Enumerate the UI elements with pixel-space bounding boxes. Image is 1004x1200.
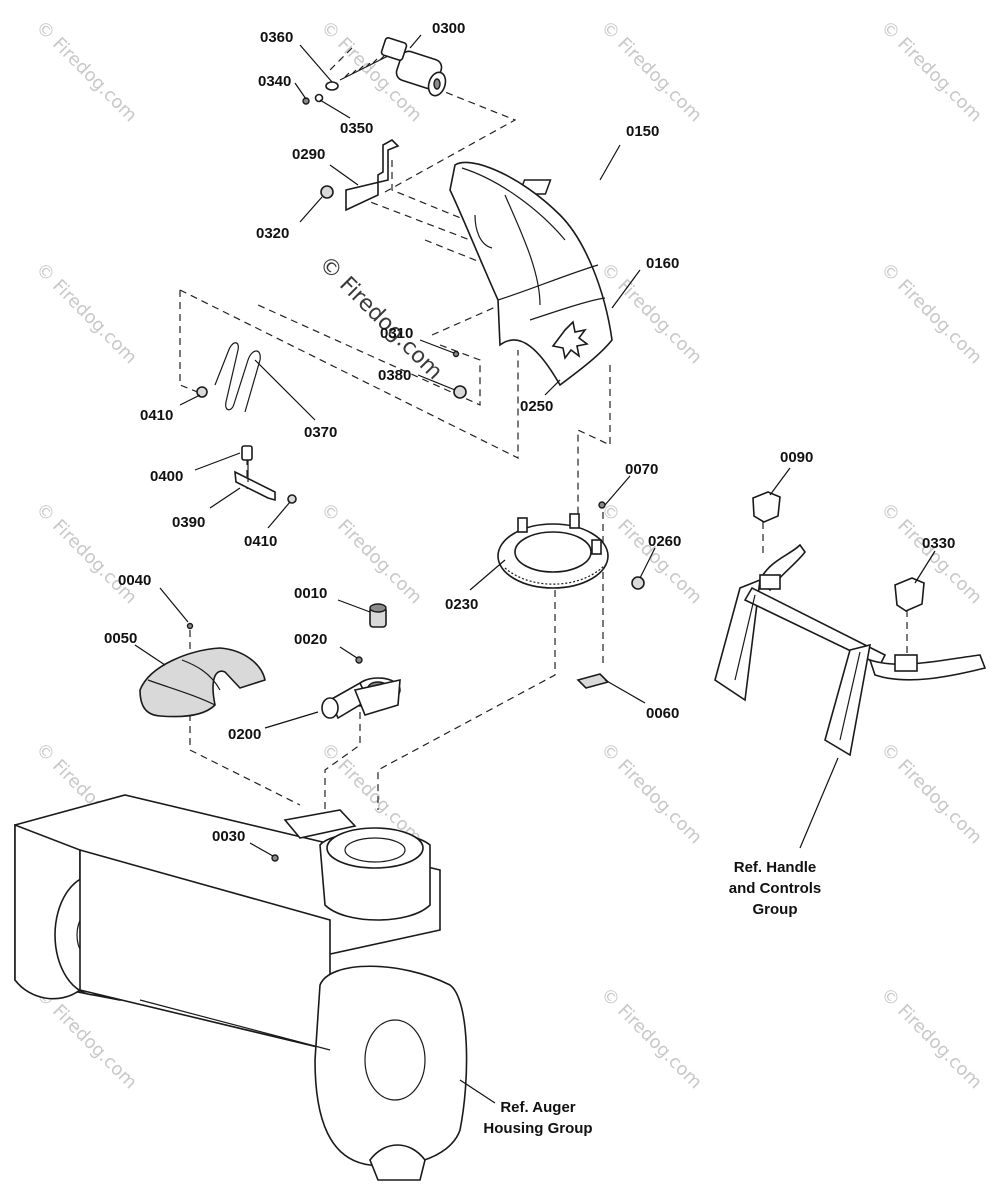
label-0390: 0390 xyxy=(172,514,205,531)
shift-rod-part xyxy=(234,445,276,502)
ref-auger-housing: Ref. Auger Housing Group xyxy=(483,1099,592,1137)
washer-part xyxy=(325,81,339,91)
label-0010: 0010 xyxy=(294,585,327,602)
label-0260: 0260 xyxy=(648,533,681,550)
watermark: © Firedog.com xyxy=(876,499,986,609)
label-0200: 0200 xyxy=(228,726,261,743)
chute-motor-part xyxy=(339,37,447,97)
ref-text: and Controls xyxy=(729,880,822,897)
watermark: © Firedog.com xyxy=(596,739,706,849)
leader-lines xyxy=(134,34,936,1104)
nut-part xyxy=(453,385,467,399)
washer-part xyxy=(196,386,208,398)
screw-part xyxy=(452,350,460,358)
label-0050: 0050 xyxy=(104,630,137,647)
label-0290: 0290 xyxy=(292,146,325,163)
watermark: © Firedog.com xyxy=(596,17,706,127)
label-0380: 0380 xyxy=(378,367,411,384)
watermark: © Firedog.com xyxy=(876,739,986,849)
label-0150: 0150 xyxy=(626,123,659,140)
gear-motor-part xyxy=(321,677,401,720)
discharge-chute-part xyxy=(449,161,613,387)
label-0350: 0350 xyxy=(340,120,373,137)
screw-part xyxy=(186,622,194,630)
auger-housing-part xyxy=(14,794,468,1181)
screw-part xyxy=(355,656,363,664)
washer-part xyxy=(314,93,324,103)
label-0410: 0410 xyxy=(244,533,277,550)
watermark: © Firedog.com xyxy=(876,17,986,127)
ref-text: Ref. Auger xyxy=(500,1099,575,1116)
watermark: © Firedog.com xyxy=(596,259,706,369)
handle-assembly-part xyxy=(714,543,987,757)
label-0060: 0060 xyxy=(646,705,679,722)
motor-cover-part xyxy=(139,647,266,718)
watermark: © Firedog.com xyxy=(31,17,141,127)
label-0410: 0410 xyxy=(140,407,173,424)
nut-part xyxy=(320,185,334,199)
label-0160: 0160 xyxy=(646,255,679,272)
label-0320: 0320 xyxy=(256,225,289,242)
label-0230: 0230 xyxy=(445,596,478,613)
label-0340: 0340 xyxy=(258,73,291,90)
wire-spring-part xyxy=(214,342,261,413)
label-0400: 0400 xyxy=(150,468,183,485)
label-0020: 0020 xyxy=(294,631,327,648)
ref-text: Group xyxy=(753,901,798,918)
clip-part xyxy=(576,673,610,689)
watermark: © Firedog.com xyxy=(31,499,141,609)
watermark: © Firedog.com xyxy=(31,259,141,369)
watermark: © Firedog.com xyxy=(316,499,426,609)
ref-text: Ref. Handle xyxy=(734,859,817,876)
label-0090: 0090 xyxy=(780,449,813,466)
label-0330: 0330 xyxy=(922,535,955,552)
screw-part xyxy=(271,854,279,862)
knob-part xyxy=(894,577,925,612)
watermark: © Firedog.com xyxy=(876,259,986,369)
label-0040: 0040 xyxy=(118,572,151,589)
watermark: © Firedog.com xyxy=(596,984,706,1094)
chute-gear-ring-part xyxy=(497,513,609,589)
nut-part xyxy=(631,576,645,590)
watermark-center: © Firedog.com xyxy=(314,252,447,385)
label-0370: 0370 xyxy=(304,424,337,441)
part-labels: 0300 0360 0340 0350 0150 0290 0320 0160 … xyxy=(104,20,955,845)
label-0030: 0030 xyxy=(212,828,245,845)
pinion-gear-part xyxy=(369,603,387,628)
washer-part xyxy=(287,494,297,504)
label-0360: 0360 xyxy=(260,29,293,46)
label-0070: 0070 xyxy=(625,461,658,478)
screw-part xyxy=(598,501,606,509)
label-0310: 0310 xyxy=(380,325,413,342)
watermark: © Firedog.com xyxy=(876,984,986,1094)
watermark: © Firedog.com xyxy=(596,499,706,609)
ref-text: Housing Group xyxy=(483,1120,592,1137)
bracket-part xyxy=(345,139,400,212)
ref-handle-controls: Ref. Handle and Controls Group xyxy=(729,859,822,918)
label-0300: 0300 xyxy=(432,20,465,37)
label-0250: 0250 xyxy=(520,398,553,415)
knob-part xyxy=(752,491,781,523)
